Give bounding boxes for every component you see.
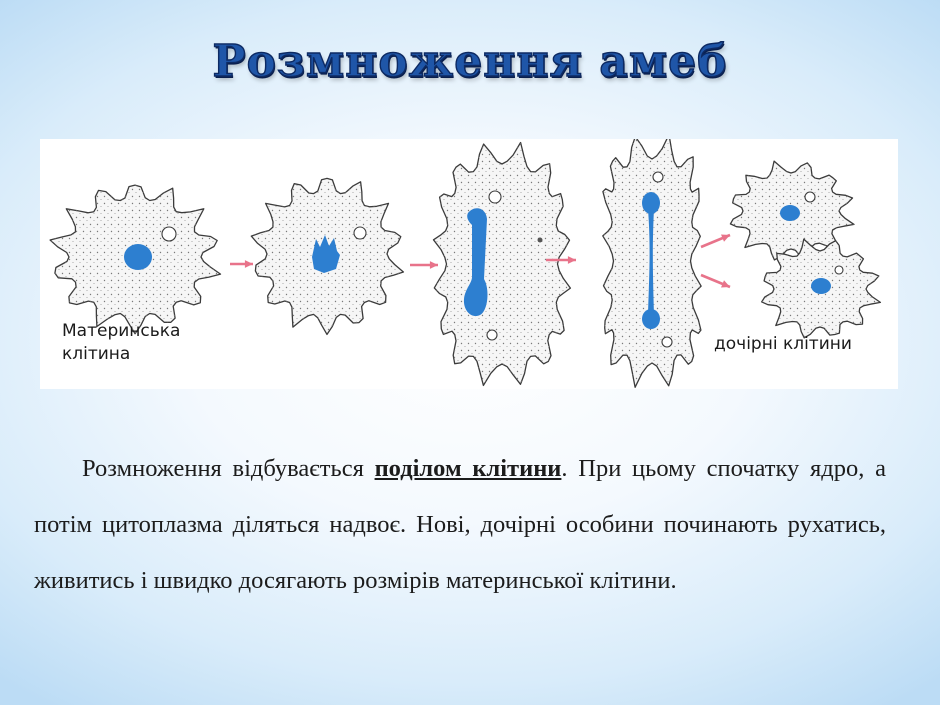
stage-4-nucleus-bottom	[642, 309, 660, 329]
stage-2-vacuole	[353, 226, 367, 240]
paragraph-text-end: . При цьому спочатку ядро, а потім цитоп…	[34, 455, 886, 594]
amoeba-division-diagram: Материнська клітина дочірні клітини	[40, 139, 898, 389]
speck	[537, 237, 543, 243]
stage-4-vacuole-bottom	[661, 336, 673, 348]
arrow-4-head	[721, 234, 730, 242]
arrow-2-head	[429, 261, 438, 269]
arrow-5-head	[721, 280, 730, 288]
stage-3-vacuole-bottom	[486, 329, 498, 341]
arrow-3-head	[567, 256, 576, 264]
keyword-cell-division: поділом клітини	[374, 455, 562, 482]
stage-3-vacuole-top	[488, 190, 502, 204]
stage-4-nucleus-bridge	[648, 209, 654, 315]
diagram-canvas	[49, 139, 882, 388]
stage-2-nucleus	[312, 235, 340, 273]
daughter-1-vacuole	[804, 191, 816, 203]
daughter-1-nucleus	[780, 205, 800, 221]
stage-4-vacuole-top	[652, 171, 664, 183]
stage-3-nucleus	[463, 208, 488, 317]
cell-stage-3-granules	[433, 142, 571, 386]
slide-title: Розмноження амеб	[212, 35, 728, 87]
daughter-2-vacuole	[834, 265, 844, 275]
body-paragraph: Розмноження відбувається поділом клітини…	[34, 441, 886, 609]
mother-cell-label: Материнська клітина	[62, 321, 181, 364]
daughter-cells-label: дочірні клітини	[714, 334, 852, 354]
daughter-2-nucleus	[811, 278, 831, 294]
arrow-1-head	[244, 260, 253, 268]
paragraph-text-start: Розмноження відбувається	[82, 455, 375, 482]
mother-nucleus	[124, 244, 152, 270]
stage-4-nucleus-top	[642, 192, 660, 214]
mother-vacuole	[161, 226, 177, 242]
